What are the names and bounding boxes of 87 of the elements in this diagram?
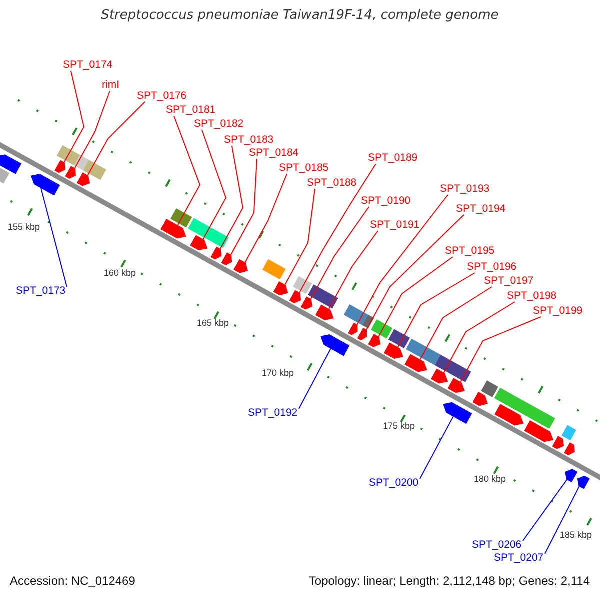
gene-feature xyxy=(65,166,76,179)
gene-feature xyxy=(472,392,488,406)
gene-feature xyxy=(316,304,334,320)
gene-feature xyxy=(30,174,60,196)
leader-line xyxy=(460,316,542,383)
leader-line xyxy=(230,158,258,256)
leader-line xyxy=(174,116,201,226)
gene-label: SPT_0189 xyxy=(368,152,418,164)
gene-feature xyxy=(577,476,590,490)
gene-feature xyxy=(443,402,472,424)
scale-label: 160 kbp xyxy=(104,268,136,279)
gene-feature xyxy=(368,334,381,348)
gene-label: SPT_0174 xyxy=(63,59,113,71)
title: Streptococcus pneumoniae Taiwan19F-14, complete genome xyxy=(100,8,500,23)
scale-label: 185 kbp xyxy=(560,530,592,541)
leader-line xyxy=(87,102,146,176)
scale-label: 175 kbp xyxy=(383,421,416,432)
gene-label: SPT_0196 xyxy=(467,261,517,273)
gene-label: SPT_0198 xyxy=(507,290,557,302)
gene-label: SPT_0188 xyxy=(307,177,357,189)
leader-line xyxy=(299,164,376,294)
genome-summary: Topology: linear; Length: 2,112,148 bp; Genes: 2,114 xyxy=(308,574,590,588)
leader-line xyxy=(284,188,316,286)
gene-feature xyxy=(552,436,564,450)
gene-label: SPT_0185 xyxy=(279,162,329,174)
gene-feature xyxy=(348,322,358,336)
gene-feature xyxy=(494,404,524,426)
gene-label: SPT_0193 xyxy=(440,183,490,195)
gene-feature xyxy=(384,342,404,359)
gene-feature xyxy=(54,160,66,174)
gene-label: rimI xyxy=(102,79,120,91)
leader-line xyxy=(522,479,568,542)
gene-label: SPT_0176 xyxy=(137,90,187,102)
leader-line xyxy=(74,90,110,169)
scale-label: 180 kbp xyxy=(474,474,506,485)
gene-feature xyxy=(320,334,350,356)
gene-feature xyxy=(76,172,90,186)
gene-feature xyxy=(431,368,448,384)
gene-feature xyxy=(524,420,554,442)
gene-label: SPT_0191 xyxy=(370,219,420,231)
gene-feature xyxy=(0,154,22,174)
gene-label: SPT_0207 xyxy=(494,552,544,564)
gene-feature xyxy=(160,219,186,239)
gene-feature xyxy=(357,328,368,341)
leader-line xyxy=(64,70,85,163)
gene-label: SPT_0206 xyxy=(472,539,522,551)
gene-feature xyxy=(564,442,575,456)
gene-feature xyxy=(300,296,312,310)
scale-label: 165 kbp xyxy=(197,318,230,329)
gene-label: SPT_0190 xyxy=(361,195,411,207)
leader-line xyxy=(443,302,516,374)
leader-line xyxy=(544,486,580,554)
leader-line xyxy=(310,206,370,300)
gene-feature xyxy=(234,259,248,274)
scale-label: 170 kbp xyxy=(262,368,294,379)
leader-line xyxy=(298,348,332,410)
gene-label: SPT_0195 xyxy=(445,245,495,257)
leader-line xyxy=(244,174,288,264)
gene-label: SPT_0182 xyxy=(194,118,244,130)
leader-line xyxy=(40,188,68,288)
leader-line xyxy=(328,230,378,310)
gene-feature xyxy=(404,354,428,372)
gene-feature xyxy=(565,469,578,482)
gene-label: SPT_0194 xyxy=(456,203,506,215)
gene-feature xyxy=(448,378,465,394)
gene-feature xyxy=(210,246,222,260)
leader-line xyxy=(420,286,492,360)
gene-feature xyxy=(190,235,208,250)
leader-line xyxy=(420,416,454,480)
leader-line xyxy=(398,272,476,348)
leader-line xyxy=(356,194,448,326)
gene-feature xyxy=(289,290,302,304)
gene-label: SPT_0183 xyxy=(224,134,274,146)
leader-line xyxy=(366,214,464,330)
leader-line xyxy=(378,256,454,338)
gene-label: SPT_0192 xyxy=(248,407,298,419)
leader-line xyxy=(220,146,244,250)
scale-label: 155 kbp xyxy=(8,222,40,233)
leader-line xyxy=(202,130,227,240)
gene-label: SPT_0199 xyxy=(533,305,583,317)
gene-label: SPT_0197 xyxy=(484,275,534,287)
gene-label: SPT_0181 xyxy=(166,104,216,116)
gene-feature xyxy=(221,252,232,266)
gene-label: SPT_0184 xyxy=(249,147,299,159)
accession-label: Accession: NC_012469 xyxy=(10,574,136,588)
gene-label: SPT_0200 xyxy=(369,477,419,489)
gene-label: SPT_0173 xyxy=(16,285,66,297)
